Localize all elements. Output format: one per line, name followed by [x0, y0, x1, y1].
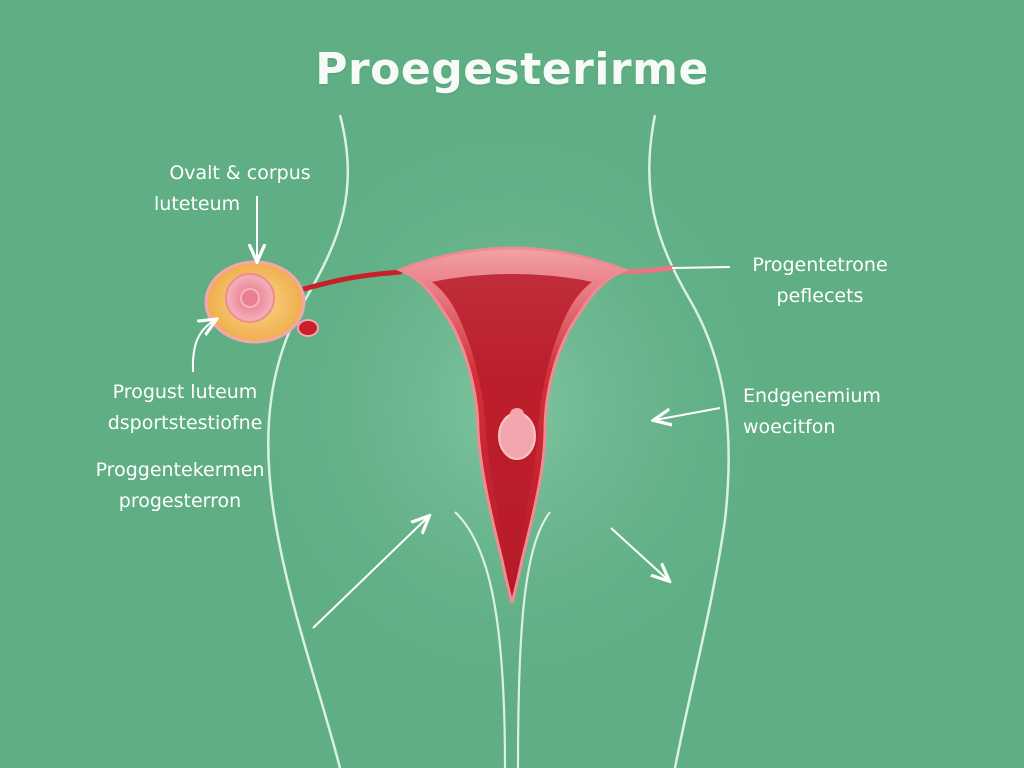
label-corpus-luteum: Progust luteum dsportstestiofne [80, 377, 290, 439]
arrow-lower-right [610, 527, 668, 580]
ovary-ligament [297, 319, 319, 337]
inner-outline-left [454, 511, 507, 768]
body-outline-right [647, 114, 730, 768]
label-ovary: Ovalt & corpus luteteum [140, 158, 340, 220]
label-corpus-line2: dsportstestiofne [107, 412, 263, 434]
arrow-endometrium-label [655, 407, 721, 420]
label-ovary-line2: luteteum [154, 193, 241, 215]
label-ovary-line1: Ovalt & corpus [169, 162, 311, 184]
arrow-effects-label [671, 266, 731, 269]
label-endometrium-line1: Endgenemium [743, 385, 881, 407]
label-corpus-line1: Progust luteum [112, 381, 258, 403]
label-effects-line1: Progentetrone [752, 254, 888, 276]
embryo-head [510, 408, 524, 420]
arrow-lower-left [312, 517, 428, 629]
label-effects-line2: peflecets [776, 285, 864, 307]
fallopian-tube-left [297, 269, 403, 293]
label-progesterone: Proggentekermen progesterron [60, 455, 300, 517]
diagram-title: Proegesterirme [315, 44, 709, 95]
body-outline-left [267, 114, 350, 768]
label-endometrium-line2: woecitfon [743, 416, 836, 438]
label-progesterone-line2: progesterron [118, 490, 242, 512]
arrow-corpus-label [191, 320, 215, 373]
follicle-core [240, 288, 260, 308]
label-progesterone-line1: Proggentekermen [95, 459, 265, 481]
inner-outline-right [516, 511, 551, 768]
label-effects: Progentetrone peflecets [730, 250, 910, 312]
label-endometrium: Endgenemium woecitfon [743, 381, 943, 443]
